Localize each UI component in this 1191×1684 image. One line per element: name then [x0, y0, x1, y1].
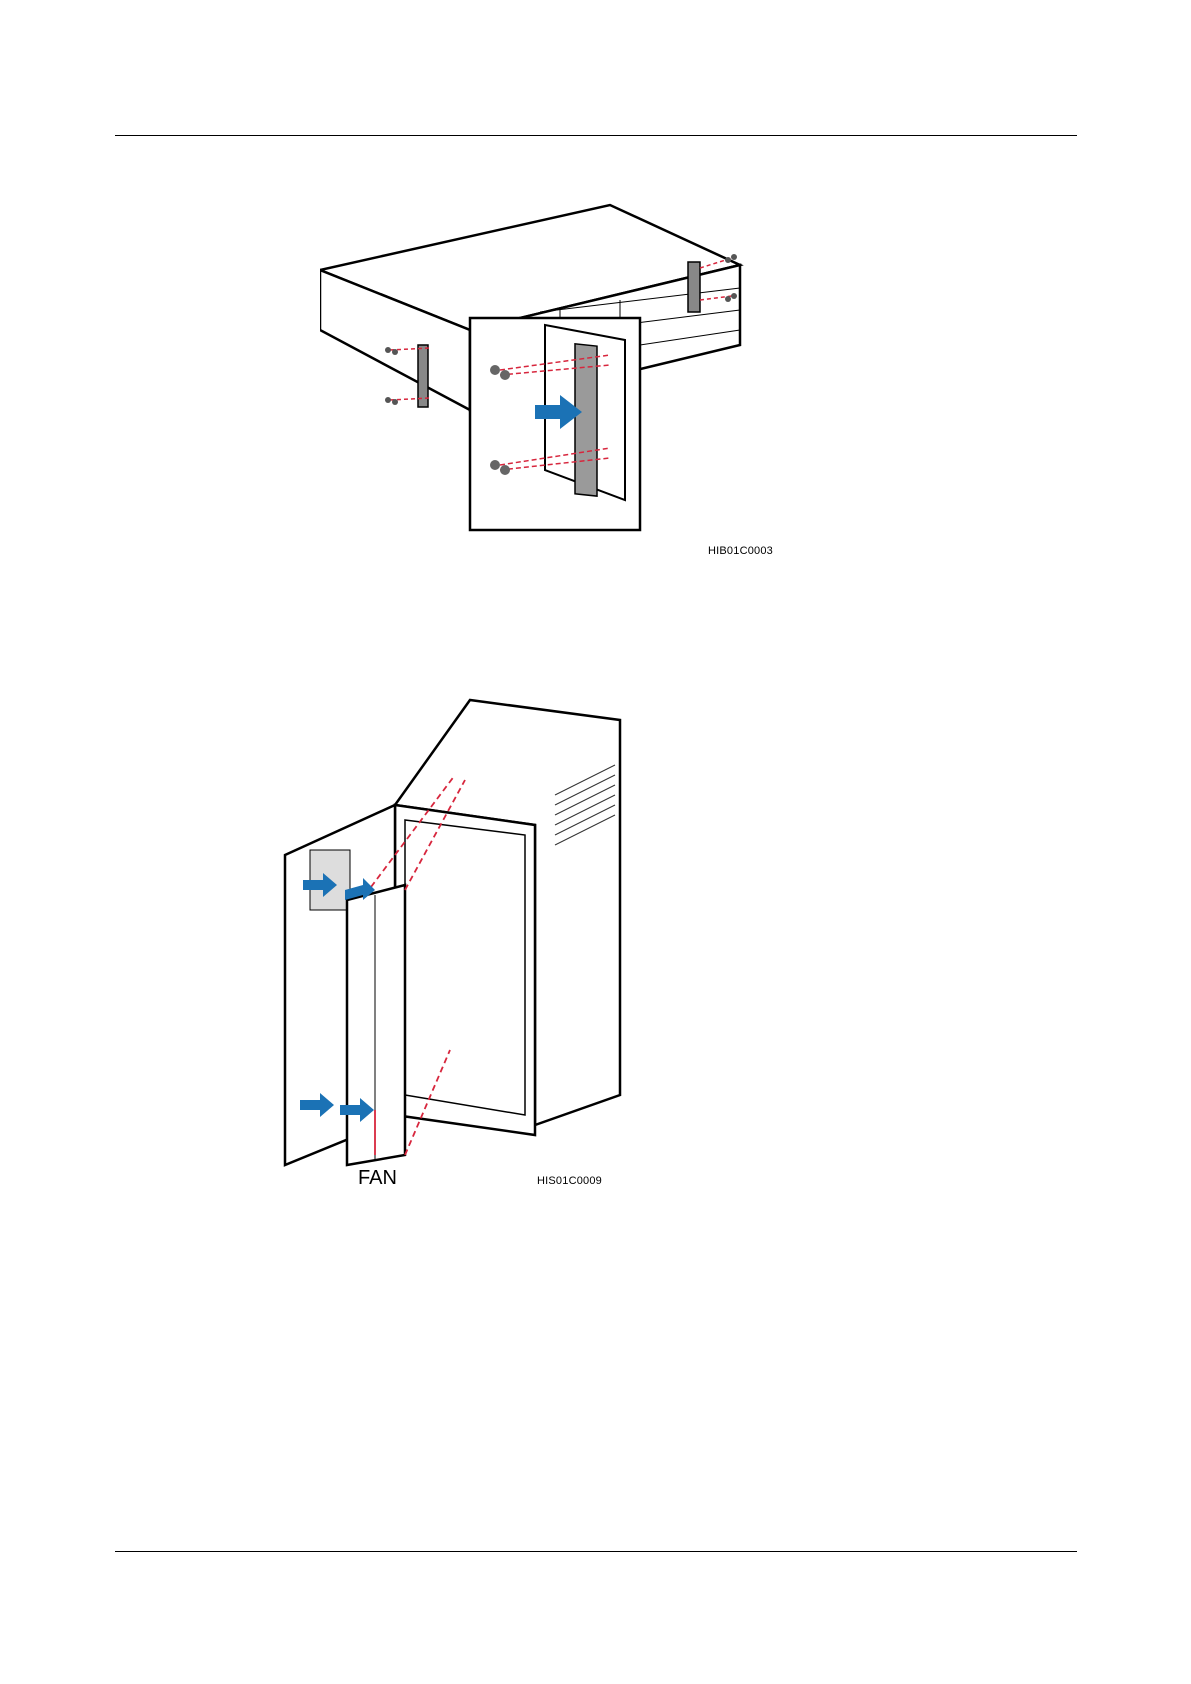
figure-fan-install: [275, 695, 635, 1215]
footer-rule: [115, 1551, 1077, 1552]
figure-code: HIS01C0009: [537, 1175, 602, 1187]
figure-mounting-ears: [320, 200, 790, 540]
figure-code: HIB01C0003: [708, 545, 773, 557]
fan-callout: FAN: [358, 1167, 397, 1190]
header-rule: [115, 135, 1077, 136]
